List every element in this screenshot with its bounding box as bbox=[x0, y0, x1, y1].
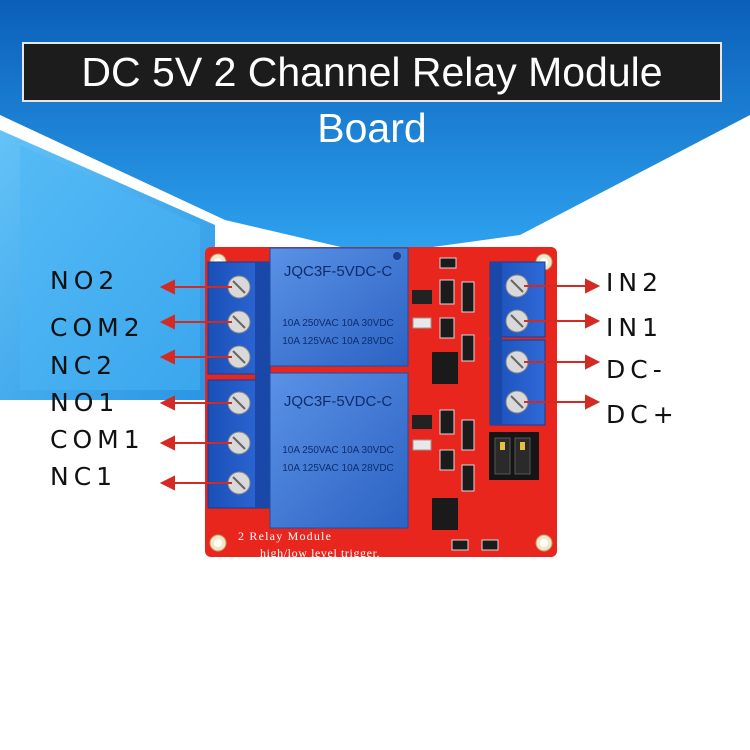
right-arrows bbox=[524, 278, 601, 410]
optocouplers bbox=[432, 352, 458, 530]
page-title: DC 5V 2 Channel Relay Module Board bbox=[22, 42, 722, 151]
relay-top-rating-2: 10A 125VAC 10A 28VDC bbox=[282, 336, 394, 347]
label-dc-minus: DC- bbox=[606, 355, 667, 384]
relay-bottom bbox=[269, 372, 409, 529]
label-in2: IN2 bbox=[606, 268, 663, 297]
label-com1: COM1 bbox=[50, 425, 145, 454]
label-nc1: NC1 bbox=[50, 462, 118, 491]
transistors bbox=[412, 290, 432, 429]
relay-top-model: JQC3F-5VDC-C bbox=[284, 263, 393, 280]
label-nc2: NC2 bbox=[50, 351, 118, 380]
trigger-jumper bbox=[489, 432, 539, 480]
relay-top-rating-1: 10A 250VAC 10A 30VDC bbox=[282, 318, 394, 329]
label-no2: NO2 bbox=[50, 266, 120, 295]
relay-bottom-model: JQC3F-5VDC-C bbox=[284, 393, 393, 410]
left-arrows bbox=[159, 279, 232, 491]
relay-bottom-rating-2: 10A 125VAC 10A 28VDC bbox=[282, 463, 394, 474]
resistors bbox=[439, 257, 499, 551]
label-dc-plus: DC+ bbox=[606, 400, 679, 429]
label-in1: IN1 bbox=[606, 313, 663, 342]
label-com2: COM2 bbox=[50, 313, 145, 342]
relay-bottom-rating-1: 10A 250VAC 10A 30VDC bbox=[282, 445, 394, 456]
diodes bbox=[412, 317, 432, 451]
left-terminal-block bbox=[207, 261, 271, 509]
label-no1: NO1 bbox=[50, 388, 120, 417]
board-label-2: high/low level trigger. bbox=[260, 546, 380, 560]
board-label-1: 2 Relay Module bbox=[238, 529, 332, 543]
relay-top bbox=[269, 247, 409, 367]
